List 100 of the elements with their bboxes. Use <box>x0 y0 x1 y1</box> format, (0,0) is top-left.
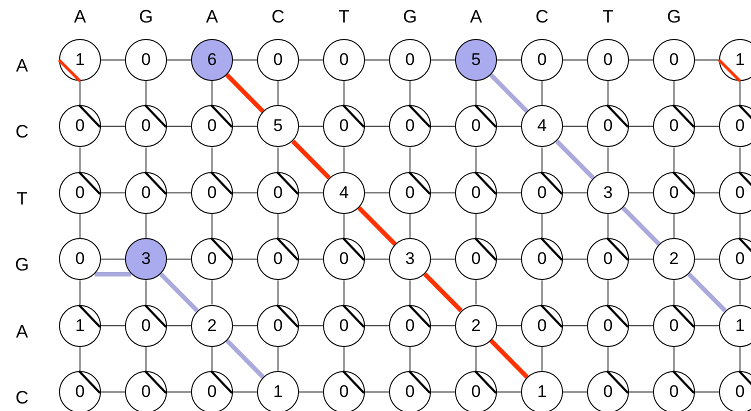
score-circle: 0 <box>653 371 695 411</box>
grid-line <box>541 81 543 106</box>
grid-line <box>145 147 147 172</box>
alignment-path <box>555 140 595 180</box>
grid-line <box>79 81 81 106</box>
score-circle: 0 <box>455 238 497 280</box>
grid-line <box>409 147 411 172</box>
grid-line <box>409 346 411 371</box>
grid-line <box>629 391 653 393</box>
sequence-letter: G <box>139 6 153 28</box>
grid-line <box>629 59 653 61</box>
grid-line <box>167 59 191 61</box>
grid-line <box>695 391 719 393</box>
alignment-path <box>225 73 265 114</box>
grid-line <box>739 280 741 305</box>
score-circle: 5 <box>257 105 299 148</box>
score-circle: 1 <box>521 371 563 411</box>
grid-line <box>277 280 279 305</box>
grid-line <box>365 325 389 326</box>
alignment-path <box>621 206 661 246</box>
score-circle: 0 <box>389 39 431 81</box>
grid-line <box>365 391 389 393</box>
grid-line <box>277 81 279 106</box>
grid-line <box>541 280 543 305</box>
score-circle: 0 <box>257 39 299 81</box>
grid-line <box>541 147 543 172</box>
grid-line <box>211 346 213 371</box>
grid-line <box>101 258 125 260</box>
sequence-letter: G <box>15 254 29 276</box>
alignment-path <box>489 73 529 114</box>
grid-line <box>101 192 125 194</box>
score-circle: 0 <box>653 105 695 148</box>
grid-line <box>211 81 213 106</box>
score-circle: 0 <box>455 371 497 411</box>
grid-line <box>695 325 719 326</box>
sequence-letter: T <box>602 6 614 28</box>
score-circle: 3 <box>125 238 167 280</box>
score-circle: 0 <box>59 371 101 411</box>
score-circle: 0 <box>257 304 299 347</box>
score-circle: 0 <box>653 304 695 347</box>
grid-line <box>673 214 675 238</box>
score-circle: 0 <box>257 238 299 280</box>
score-circle: 1 <box>719 39 751 81</box>
grid-line <box>233 126 257 127</box>
score-circle: 3 <box>587 172 629 214</box>
alignment-path <box>225 338 265 379</box>
score-circle: 6 <box>191 39 233 81</box>
grid-line <box>497 325 521 326</box>
grid-line <box>607 280 609 305</box>
score-circle: 0 <box>257 172 299 214</box>
grid-line <box>695 192 719 194</box>
score-circle: 0 <box>719 238 751 280</box>
score-circle: 0 <box>323 105 365 148</box>
score-circle: 0 <box>389 304 431 347</box>
grid-line <box>145 280 147 305</box>
score-circle: 0 <box>389 105 431 148</box>
grid-line <box>629 258 653 260</box>
grid-line <box>277 147 279 172</box>
grid-line <box>673 280 675 305</box>
score-circle: 1 <box>719 304 751 347</box>
grid-line <box>79 280 81 305</box>
score-circle: 0 <box>587 304 629 347</box>
sequence-letter: A <box>74 6 86 28</box>
score-circle: 0 <box>191 371 233 411</box>
score-circle: 0 <box>389 371 431 411</box>
grid-line <box>343 147 345 172</box>
sequence-letter: C <box>16 122 28 143</box>
grid-line <box>145 81 147 106</box>
sequence-letter: T <box>16 188 28 210</box>
grid-line <box>233 258 257 260</box>
sequence-letter: T <box>338 6 350 28</box>
grid-line <box>431 126 455 127</box>
score-circle: 0 <box>125 172 167 214</box>
score-circle: 0 <box>455 172 497 214</box>
sequence-letter: A <box>16 56 28 76</box>
grid-line <box>343 81 345 106</box>
sequence-letter: A <box>470 6 482 28</box>
score-circle: 1 <box>257 371 299 411</box>
grid-line <box>277 214 279 238</box>
grid-line <box>607 346 609 371</box>
score-circle: 5 <box>455 39 497 81</box>
grid-line <box>343 346 345 371</box>
grid-line <box>101 126 125 127</box>
grid-line <box>563 258 587 260</box>
grid-line <box>629 192 653 194</box>
grid-line <box>607 81 609 106</box>
score-circle: 0 <box>323 238 365 280</box>
grid-line <box>299 258 323 260</box>
grid-line <box>673 346 675 371</box>
alignment-path <box>94 272 132 276</box>
grid-line <box>101 59 125 61</box>
grid-line <box>739 214 741 238</box>
sequence-letter: C <box>16 388 28 408</box>
grid-line <box>145 346 147 371</box>
score-circle: 2 <box>455 304 497 347</box>
grid-line <box>365 258 389 260</box>
grid-line <box>167 258 191 260</box>
grid-line <box>541 346 543 371</box>
grid-line <box>409 81 411 106</box>
grid-line <box>299 192 323 194</box>
